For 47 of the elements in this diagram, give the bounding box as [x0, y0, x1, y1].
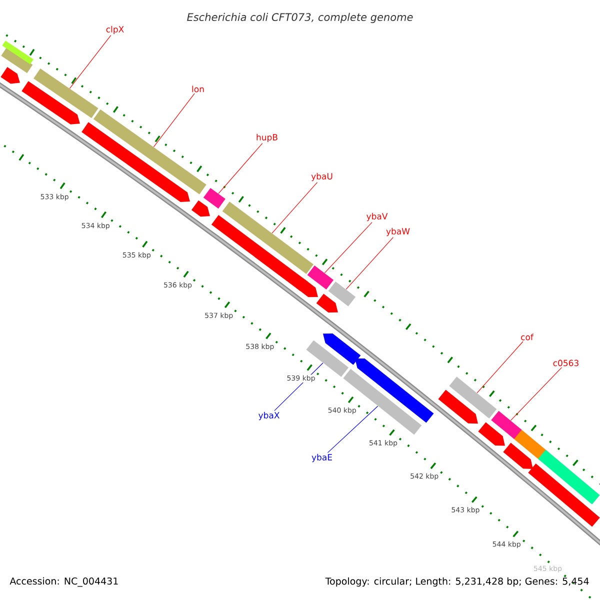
- leader-line: [153, 93, 195, 148]
- title: Escherichia coli CFT073, complete genome: [187, 12, 413, 24]
- gene-bar: [93, 109, 206, 194]
- gene-block: [2, 40, 34, 64]
- leader-line: [346, 237, 394, 290]
- gene-label: c0563: [553, 360, 578, 366]
- leader-line: [324, 222, 372, 274]
- genome-info-text: Topology: circular; Length: 5,231,428 bp; Genes: 5,454: [325, 577, 589, 587]
- gene-block: [528, 464, 600, 527]
- gene-bar: [328, 282, 356, 306]
- gene-bar: [222, 202, 314, 274]
- gene-block: [22, 81, 80, 124]
- leader-line: [510, 367, 562, 421]
- gene-label: ybaW: [386, 228, 410, 236]
- gene-block: [0, 67, 20, 84]
- gene-label: ybaU: [311, 172, 332, 182]
- accession-text: Accession: NC_004431: [10, 577, 118, 587]
- gene-label: ybaX: [258, 412, 280, 420]
- leader-line: [272, 182, 318, 234]
- leader-line: [218, 143, 263, 194]
- gene-block: [438, 390, 478, 424]
- gene-block: [82, 122, 190, 202]
- gene-label: ybaE: [312, 454, 332, 462]
- gene-block: [354, 358, 434, 423]
- gene-bar: [203, 188, 226, 209]
- gene-block: [538, 450, 600, 504]
- gene-bar: [343, 368, 422, 435]
- leader-line: [327, 406, 378, 453]
- gene-block: [316, 294, 338, 312]
- gene-bar: [306, 340, 349, 377]
- gene-block: [191, 200, 210, 217]
- gene-label: hupB: [256, 134, 278, 142]
- gene-bar: [307, 265, 334, 290]
- gene-block: [503, 442, 533, 469]
- gene-bar: [449, 376, 497, 418]
- gene-block: [296, 278, 318, 298]
- gene-block: [478, 422, 505, 446]
- gene-label: clpX: [106, 26, 124, 34]
- gene-block: [1, 47, 33, 74]
- gene-bar: [34, 68, 98, 118]
- gene-label: cof: [521, 334, 534, 340]
- leader-line: [69, 35, 112, 89]
- gene-label: lon: [192, 86, 204, 92]
- gene-bar: [491, 410, 522, 439]
- gene-label: ybaV: [366, 212, 388, 222]
- leader-line: [476, 341, 524, 394]
- gene-block: [322, 334, 361, 365]
